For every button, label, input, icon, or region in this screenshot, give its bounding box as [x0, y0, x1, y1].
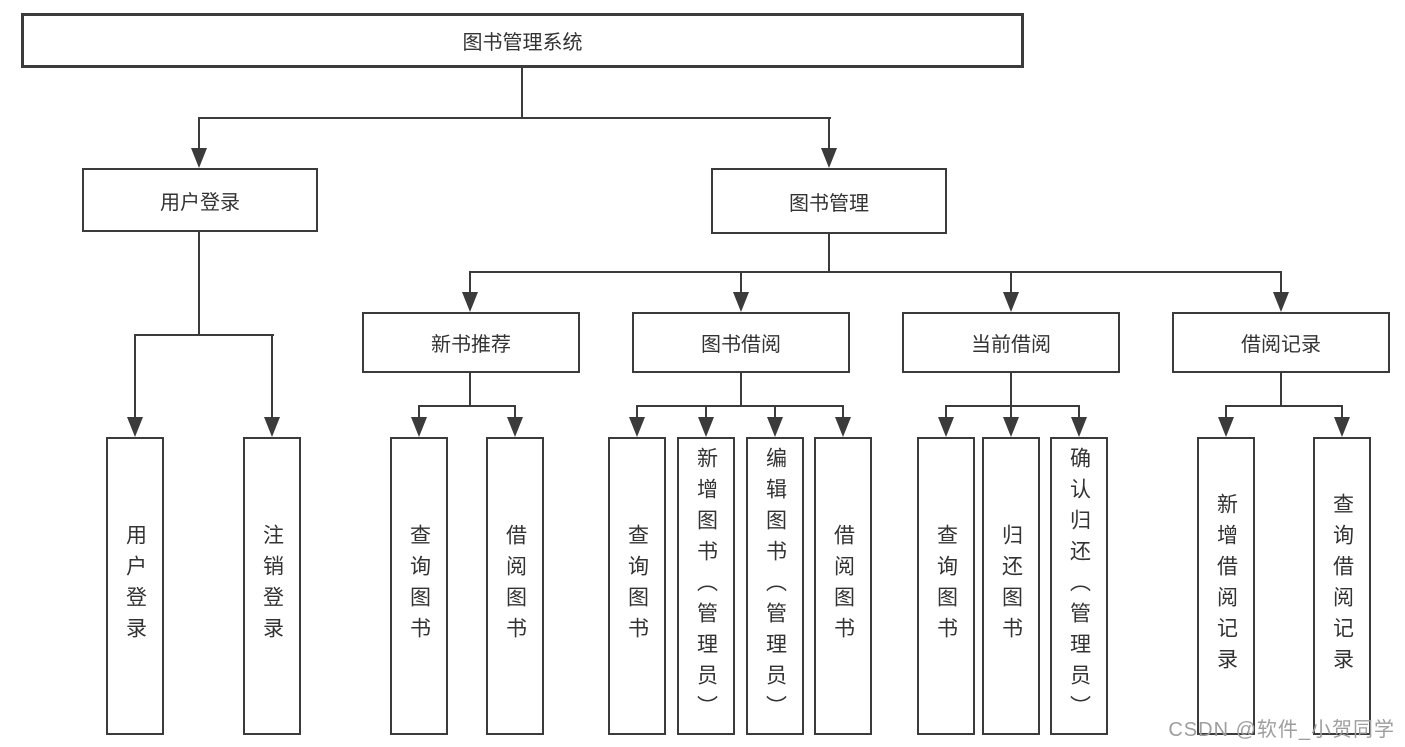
connector-line [134, 334, 274, 336]
leaf-query-books-borrow: 查询图书 [608, 437, 666, 735]
connector-line [198, 117, 831, 119]
connector-line [469, 271, 1282, 273]
connector-line [1341, 405, 1343, 419]
arrowhead-icon [629, 417, 645, 437]
leaf-query-borrow-record: 查询借阅记录 [1313, 437, 1371, 735]
leaf-query-books-newbook: 查询图书 [390, 437, 448, 735]
node-current-borrow: 当前借阅 [902, 312, 1120, 373]
arrowhead-icon [698, 417, 714, 437]
leaf-add-borrow-record: 新增借阅记录 [1197, 437, 1255, 735]
arrowhead-icon [1334, 417, 1350, 437]
arrowhead-icon [733, 292, 749, 312]
connector-line [740, 373, 742, 406]
node-current-borrow-label: 当前借阅 [971, 334, 1051, 356]
connector-line [469, 271, 471, 294]
connector-line [271, 334, 273, 419]
connector-line [1280, 271, 1282, 294]
arrowhead-icon [507, 417, 523, 437]
leaf-add-books-admin: 新增图书（管理员） [677, 437, 735, 735]
leaf-borrow-books-borrow: 借阅图书 [814, 437, 872, 735]
arrowhead-icon [821, 148, 837, 168]
leaf-user-login-label: 用户登录 [123, 524, 147, 648]
leaf-add-borrow-record-label: 新增借阅记录 [1214, 493, 1238, 679]
node-new-book-recommend-label: 新书推荐 [431, 334, 511, 356]
connector-line [828, 233, 830, 272]
node-user-login: 用户登录 [82, 168, 318, 232]
node-new-book-recommend: 新书推荐 [362, 312, 580, 373]
leaf-return-books-label: 归还图书 [999, 524, 1023, 648]
connector-line [469, 373, 471, 406]
connector-line [521, 68, 523, 117]
connector-line [842, 405, 844, 419]
leaf-logout: 注销登录 [243, 437, 301, 735]
connector-line [1010, 271, 1012, 294]
arrowhead-icon [835, 417, 851, 437]
arrowhead-icon [1071, 417, 1087, 437]
leaf-confirm-return-admin: 确认归还（管理员） [1050, 437, 1108, 735]
connector-line [514, 405, 516, 419]
arrowhead-icon [127, 417, 143, 437]
arrowhead-icon [1273, 292, 1289, 312]
arrowhead-icon [1218, 417, 1234, 437]
arrowhead-icon [1003, 292, 1019, 312]
connector-line [1225, 405, 1343, 407]
leaf-query-books-current: 查询图书 [917, 437, 975, 735]
arrowhead-icon [462, 292, 478, 312]
leaf-borrow-books-borrow-label: 借阅图书 [831, 524, 855, 648]
node-book-borrow: 图书借阅 [632, 312, 850, 373]
connector-line [1280, 373, 1282, 406]
leaf-logout-label: 注销登录 [260, 524, 284, 648]
connector-line [828, 117, 830, 150]
connector-line [134, 334, 136, 419]
connector-line [636, 405, 844, 407]
leaf-return-books: 归还图书 [982, 437, 1040, 735]
leaf-query-borrow-record-label: 查询借阅记录 [1330, 493, 1354, 679]
node-book-management: 图书管理 [711, 168, 947, 234]
node-borrow-records: 借阅记录 [1172, 312, 1390, 373]
leaf-query-books-current-label: 查询图书 [934, 524, 958, 648]
connector-line [636, 405, 638, 419]
leaf-query-books-newbook-label: 查询图书 [407, 524, 431, 648]
csdn-watermark: CSDN @软件_小贺同学 [1168, 719, 1395, 741]
node-root: 图书管理系统 [21, 13, 1024, 68]
leaf-confirm-return-admin-label: 确认归还（管理员） [1067, 446, 1091, 726]
leaf-query-books-borrow-label: 查询图书 [625, 524, 649, 648]
node-book-management-label: 图书管理 [789, 192, 869, 215]
connector-line [1010, 373, 1012, 406]
connector-line [945, 405, 947, 419]
node-borrow-records-label: 借阅记录 [1241, 334, 1321, 356]
connector-line [418, 405, 516, 407]
node-user-login-label: 用户登录 [160, 191, 240, 214]
leaf-user-login: 用户登录 [106, 437, 164, 735]
connector-line [1225, 405, 1227, 419]
leaf-borrow-books-newbook: 借阅图书 [486, 437, 544, 735]
leaf-borrow-books-newbook-label: 借阅图书 [503, 524, 527, 648]
connector-line [740, 271, 742, 294]
connector-line [198, 232, 200, 335]
arrowhead-icon [411, 417, 427, 437]
connector-line [198, 117, 200, 150]
arrowhead-icon [264, 417, 280, 437]
connector-line [1078, 405, 1080, 419]
arrowhead-icon [938, 417, 954, 437]
leaf-edit-books-admin-label: 编辑图书（管理员） [763, 446, 787, 726]
arrowhead-icon [1003, 417, 1019, 437]
node-book-borrow-label: 图书借阅 [701, 334, 781, 356]
connector-line [774, 405, 776, 419]
arrowhead-icon [767, 417, 783, 437]
leaf-add-books-admin-label: 新增图书（管理员） [694, 446, 718, 726]
connector-line [945, 405, 1080, 407]
connector-line [418, 405, 420, 419]
connector-line [705, 405, 707, 419]
connector-line [1010, 405, 1012, 419]
leaf-edit-books-admin: 编辑图书（管理员） [746, 437, 804, 735]
arrowhead-icon [191, 148, 207, 168]
node-root-label: 图书管理系统 [462, 32, 583, 54]
